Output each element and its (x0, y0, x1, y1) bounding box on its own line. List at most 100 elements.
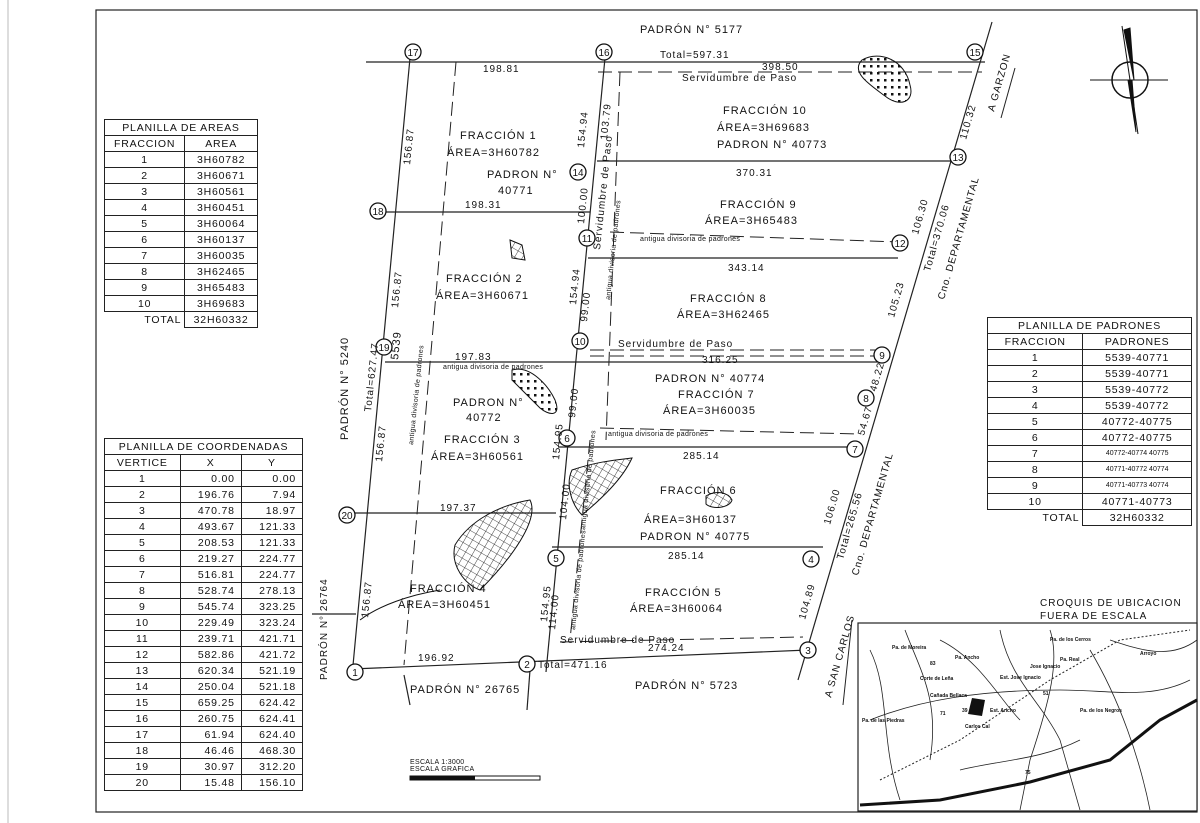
vertex-marker: 4 (802, 550, 820, 568)
vertex-label: 18 (372, 207, 384, 218)
label-padron-5539: 5539 (389, 331, 404, 361)
map-place-label: Est. Jose Ignacio (1000, 675, 1041, 681)
label-fraccion-1: FRACCIÓN 1 (460, 129, 537, 142)
table-cell: 3H65483 (184, 279, 258, 296)
table-cell: 40771-40773 40774 (1082, 477, 1192, 494)
label-285-14-b: 285.14 (668, 551, 705, 562)
table-cell: 5 (104, 534, 181, 551)
table-cell: 624.42 (240, 694, 304, 711)
table-cell: 11 (104, 630, 181, 647)
label-fraccion-8: FRACCIÓN 8 (690, 292, 767, 305)
table-cell: 521.19 (240, 662, 304, 679)
vertex-marker: 9 (873, 346, 891, 364)
table-cell: 8 (104, 582, 181, 599)
table-cell: 229.49 (179, 614, 242, 631)
table-cell: 3 (986, 381, 1084, 398)
table-cell: 19 (104, 758, 181, 775)
vertex-marker: 10 (571, 332, 589, 350)
table-cell: 516.81 (179, 566, 242, 583)
header-padrones: PADRONES (1082, 333, 1192, 350)
map-place-label: Arroyo (1140, 651, 1156, 657)
map-place-label: 71 (940, 711, 946, 717)
label-padron-7: PADRON N° 40774 (655, 373, 765, 385)
table-cell: 659.25 (179, 694, 242, 711)
vertex-marker: 6 (558, 429, 576, 447)
table-cell: 18.97 (240, 502, 304, 519)
table-cell: 3H60451 (184, 199, 258, 216)
label-area-2: ÁREA=3H60671 (436, 289, 529, 302)
label-padron-5240: PADRÓN N° 5240 (338, 337, 351, 440)
vertex-circle (338, 506, 356, 524)
table-cell: 224.77 (240, 550, 304, 567)
vertex-circle (949, 148, 967, 166)
label-197-37: 197.37 (440, 503, 477, 514)
label-104-00: 104.00 (558, 483, 573, 521)
table-cell: 278.13 (240, 582, 304, 599)
vertex-circle (873, 346, 891, 364)
location-map-subtitle: FUERA DE ESCALA (1040, 611, 1147, 622)
header-x: X (179, 454, 242, 471)
table-cell: 30.97 (179, 758, 242, 775)
label-156-87-a: 156.87 (402, 128, 417, 166)
table-cell: 40772-40775 (1082, 413, 1192, 430)
vertex-marker: 2 (518, 655, 536, 673)
vertex-label: 20 (341, 511, 353, 522)
map-place-label: Est. Ancho (990, 708, 1016, 714)
label-156-87-d: 156.87 (360, 581, 375, 619)
header-area: AREA (184, 135, 258, 152)
label-padron-3: PADRON N° (453, 397, 524, 409)
map-place-label: 83 (930, 661, 936, 667)
label-antigua-divisoria: antigua divisoria de padrones (640, 236, 740, 243)
label-cno-departamental-1: Cno. DEPARTAMENTAL (936, 175, 982, 300)
vertex-circle (799, 641, 817, 659)
table-cell: 260.75 (179, 710, 242, 727)
label-area-1: ÁREA=3H60782 (447, 146, 540, 159)
header-vertice: VERTICE (104, 454, 181, 471)
vertex-label: 3 (805, 646, 811, 657)
label-total-top: Total=597.31 (660, 50, 730, 61)
label-padron-3-no: 40772 (466, 412, 502, 424)
table-cell: 40772-40774 40775 (1082, 445, 1192, 462)
map-place-label: Pa. de Moreira (892, 645, 926, 651)
areas-total-label: TOTAL (144, 313, 182, 326)
vertex-circle (375, 338, 393, 356)
label-padron-1-no: 40771 (498, 185, 534, 197)
label-197-83: 197.83 (455, 352, 492, 363)
vertex-label: 1 (352, 668, 358, 679)
label-servidumbre-top: Servidumbre de Paso (682, 73, 797, 84)
map-place-label: Cañada Bellaca (930, 693, 967, 699)
label-a-garzon: A GARZON (986, 52, 1013, 112)
vertex-marker: 3 (799, 641, 817, 659)
vertex-marker: 16 (595, 43, 613, 61)
table-cell: 3H60561 (184, 183, 258, 200)
table-cell: 7 (103, 247, 186, 264)
label-padron-26764: PADRÓN N° 26764 (317, 578, 330, 680)
table-cell: 10 (986, 493, 1084, 510)
label-padron-5723: PADRÓN N° 5723 (635, 679, 738, 692)
label-156-87-b: 156.87 (390, 271, 405, 309)
north-arrow-icon (1090, 25, 1168, 135)
vertex-marker: 11 (578, 229, 596, 247)
vertex-marker: 15 (966, 43, 984, 61)
label-area-3: ÁREA=3H60561 (431, 450, 524, 463)
table-cell: 0.00 (179, 470, 242, 487)
table-cell: 1 (103, 151, 186, 168)
table-cell: 18 (104, 742, 181, 759)
